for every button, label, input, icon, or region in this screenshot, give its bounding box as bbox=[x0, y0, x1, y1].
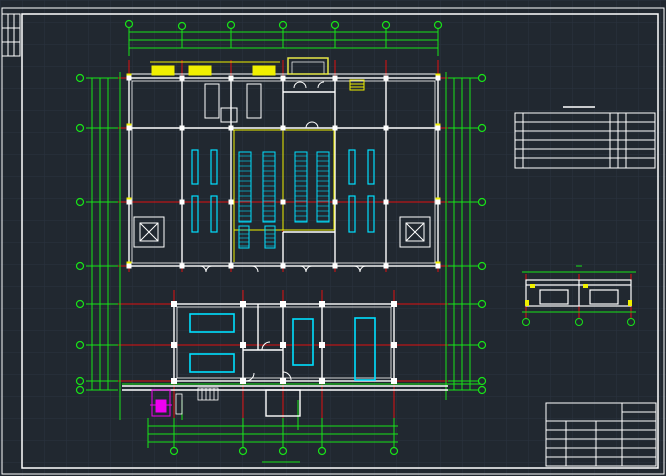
column bbox=[383, 125, 389, 131]
binding-grid bbox=[1, 13, 21, 57]
column bbox=[319, 342, 325, 348]
column bbox=[332, 75, 338, 81]
column bbox=[280, 263, 286, 269]
column bbox=[126, 125, 132, 131]
column bbox=[126, 263, 132, 269]
column bbox=[171, 378, 177, 384]
equipment-upper bbox=[191, 149, 375, 233]
column bbox=[280, 199, 286, 205]
columns bbox=[126, 75, 441, 384]
info-table bbox=[514, 106, 656, 169]
column bbox=[240, 301, 246, 307]
column bbox=[391, 342, 397, 348]
stair-treads bbox=[239, 155, 329, 247]
column bbox=[228, 199, 234, 205]
room-fixtures bbox=[134, 81, 367, 273]
column bbox=[391, 378, 397, 384]
column bbox=[240, 378, 246, 384]
column bbox=[332, 263, 338, 269]
column bbox=[280, 378, 286, 384]
column bbox=[435, 263, 441, 269]
entrance-marker bbox=[150, 389, 172, 417]
dimension-lines bbox=[86, 24, 484, 463]
column bbox=[171, 342, 177, 348]
column bbox=[240, 342, 246, 348]
title-block bbox=[545, 402, 657, 467]
column bbox=[391, 301, 397, 307]
column bbox=[126, 199, 132, 205]
column bbox=[319, 378, 325, 384]
entrance-steps bbox=[175, 387, 219, 415]
column bbox=[332, 125, 338, 131]
column bbox=[332, 199, 338, 205]
lower-door-arcs bbox=[245, 341, 292, 382]
column bbox=[280, 75, 286, 81]
column bbox=[171, 301, 177, 307]
column bbox=[228, 125, 234, 131]
column bbox=[280, 125, 286, 131]
sheet-border bbox=[1, 7, 665, 475]
column bbox=[383, 75, 389, 81]
column bbox=[319, 301, 325, 307]
column bbox=[280, 342, 286, 348]
yellow-outlines bbox=[150, 57, 365, 262]
stairs bbox=[238, 151, 330, 249]
column bbox=[435, 125, 441, 131]
equipment-lower bbox=[189, 313, 376, 381]
elevator-right bbox=[399, 216, 431, 248]
column bbox=[179, 75, 185, 81]
column bbox=[179, 263, 185, 269]
column bbox=[179, 199, 185, 205]
column bbox=[228, 75, 234, 81]
column bbox=[435, 199, 441, 205]
section-detail bbox=[522, 265, 636, 326]
axis-bubbles bbox=[75, 19, 487, 456]
column bbox=[126, 75, 132, 81]
column bbox=[383, 199, 389, 205]
elevator-left bbox=[133, 216, 165, 248]
column bbox=[280, 301, 286, 307]
column bbox=[179, 125, 185, 131]
column bbox=[228, 263, 234, 269]
column bbox=[435, 75, 441, 81]
column bbox=[383, 263, 389, 269]
